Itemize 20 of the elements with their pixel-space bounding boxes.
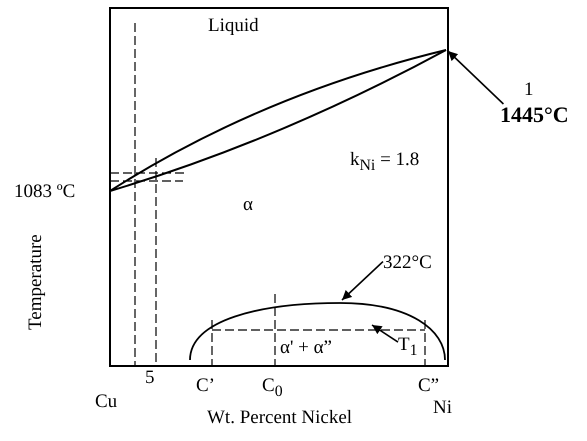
region-label: α' + α” (280, 338, 332, 357)
tick-label: C’ (196, 376, 215, 395)
constant-label: k$_{Ni}$ = 1.8 (350, 150, 420, 174)
temperature-label: T$_{1}$ (398, 335, 418, 359)
region-label: α (243, 195, 253, 214)
leader-line (341, 260, 384, 301)
leader-line (447, 50, 504, 105)
axis-end-label: Cu (95, 392, 118, 411)
axis-title: Wt. Percent Nickel (207, 408, 352, 427)
axis-end-label: Ni (433, 398, 452, 417)
temperature-label: 322°C (383, 253, 432, 272)
tick-label: 5 (145, 368, 154, 387)
leader-line (372, 324, 398, 343)
temperature-label: 1445°C (500, 104, 569, 126)
axis-title: Temperature (26, 234, 45, 330)
point-label: 1 (524, 80, 534, 99)
region-label: Liquid (208, 16, 259, 35)
tick-label: C$_{0}$ (262, 376, 283, 400)
temperature-label: 1083 ºC (14, 182, 76, 201)
tick-label: C” (418, 376, 440, 395)
